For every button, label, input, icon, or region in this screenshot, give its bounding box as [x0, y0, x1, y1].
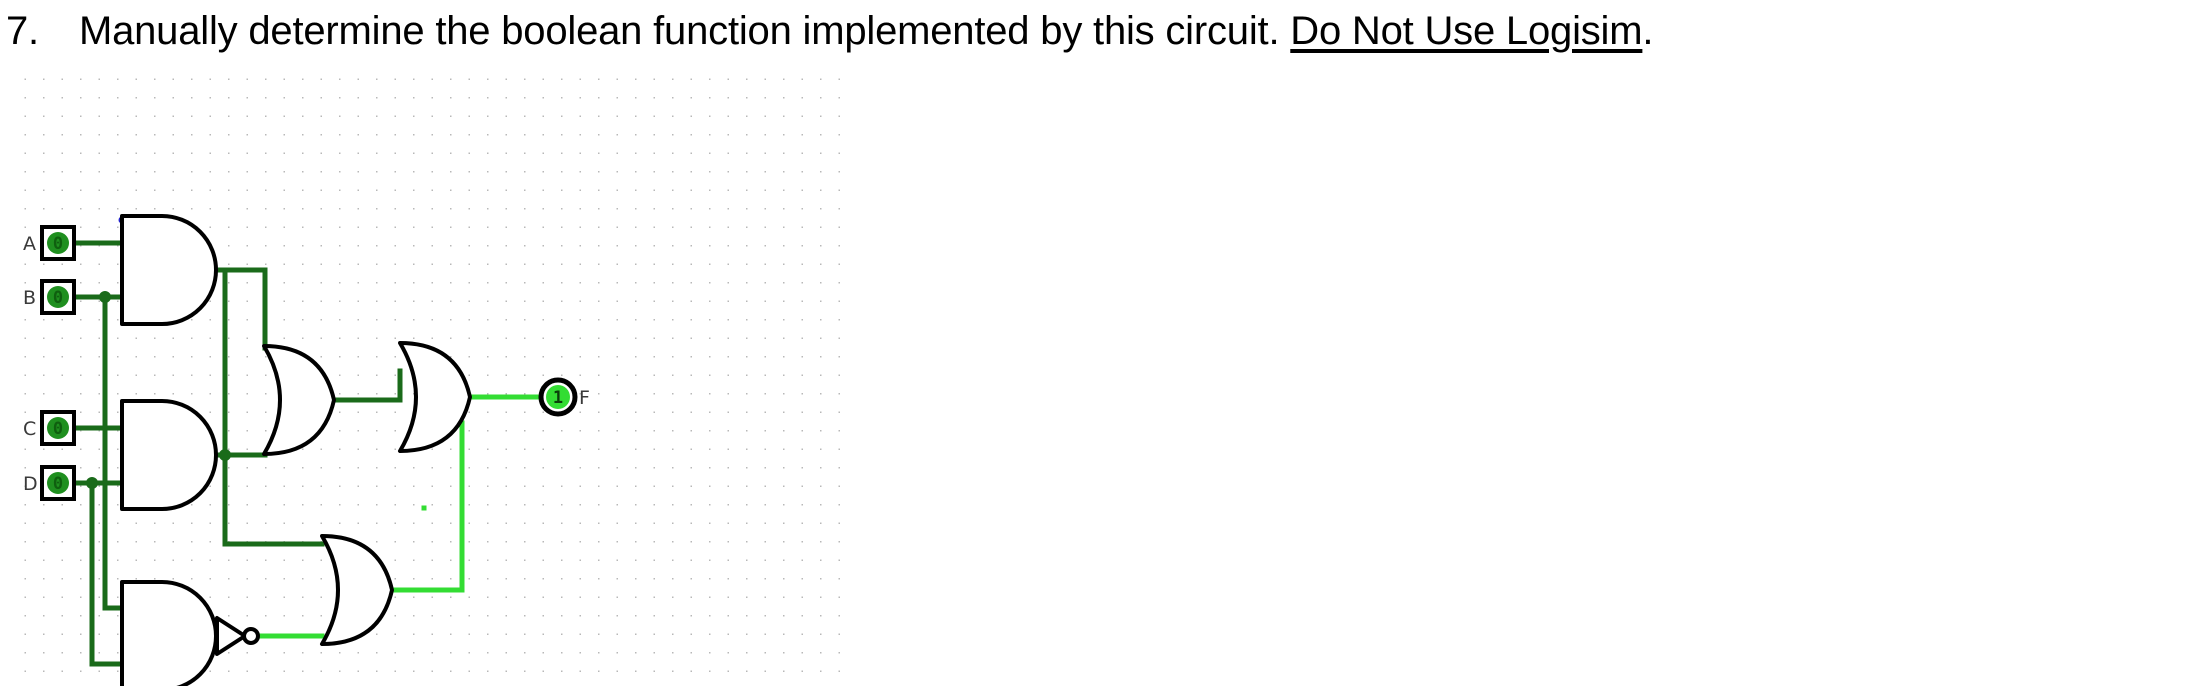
circuit-diagram[interactable]: A B C D F 0 0 0 0 1 [12, 78, 842, 686]
input-value-c: 0 [52, 419, 64, 439]
input-value-d: 0 [52, 474, 64, 494]
not-gate[interactable] [215, 616, 260, 656]
wire-and2-branch-down [222, 452, 325, 547]
or-gate-top[interactable] [262, 344, 336, 456]
output-label-f: F [579, 387, 590, 409]
junction-b [99, 291, 111, 303]
wire-group-high [247, 394, 545, 639]
wire-or2-to-orfinal [389, 420, 465, 593]
input-pin-led-d [47, 472, 69, 494]
question-number: 7. [6, 8, 39, 53]
wire-or1-to-orfinal [331, 368, 403, 403]
input-label-c: C [23, 418, 37, 440]
input-label-a: A [23, 233, 36, 255]
input-label-b: B [23, 287, 37, 309]
or-gate-final[interactable] [398, 341, 472, 453]
input-value-a: 0 [52, 234, 64, 254]
question-text-before: Manually determine the boolean function … [78, 8, 1291, 53]
output-pin-f[interactable] [538, 377, 578, 417]
input-pin-led-c [47, 417, 69, 439]
output-value-f: 1 [552, 388, 564, 408]
and-gate-bd[interactable] [120, 580, 218, 686]
input-pin-boxes[interactable] [40, 225, 76, 501]
output-pin-led [546, 385, 570, 409]
question-emphasis: Do Not Use Logisim [1290, 8, 1643, 53]
question-text-after: . [1642, 8, 1654, 53]
and-gate-cd[interactable] [120, 399, 218, 511]
circuit-schematic [40, 214, 578, 686]
input-pin-led-b [47, 286, 69, 308]
junction-d [86, 477, 98, 489]
question-heading: 7. Manually determine the boolean functi… [0, 0, 2204, 62]
wire-d-branch-down [89, 480, 125, 667]
wire-b-branch-to-and3 [102, 473, 125, 611]
input-value-b: 0 [52, 288, 64, 308]
or-gate-bottom[interactable] [320, 534, 394, 646]
question-statement: Manually determine the boolean function … [78, 8, 1654, 54]
input-pin-led-a [47, 232, 69, 254]
and-gate-ab[interactable] [120, 214, 218, 326]
junction-and2-out [219, 449, 231, 461]
input-label-d: D [23, 473, 38, 495]
not-gate-triangle [215, 616, 247, 656]
not-gate-bubble [242, 627, 260, 645]
